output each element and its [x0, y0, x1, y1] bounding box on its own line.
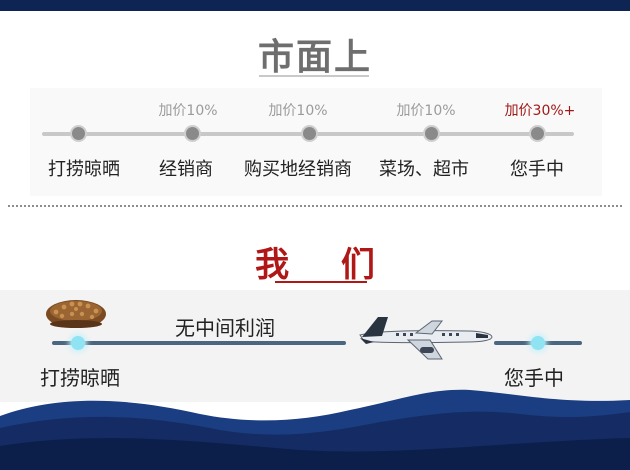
- stage-label: 购买地经销商: [244, 159, 352, 180]
- market-flow-node: [529, 125, 546, 142]
- us-flow-background: [0, 290, 630, 402]
- top-banner-bar: [0, 0, 630, 11]
- dried-seafood-icon: [46, 300, 106, 328]
- end-node: [531, 336, 545, 350]
- stage-label: 菜场、超市: [379, 159, 469, 180]
- markup-label-final: 加价30%+: [504, 103, 576, 119]
- us-section-title: 我 们: [255, 245, 395, 285]
- market-flow-node: [423, 125, 440, 142]
- stage-label: 经销商: [159, 159, 213, 180]
- airplane-icon: [359, 317, 493, 360]
- bottom-wave-decoration: [0, 389, 630, 470]
- us-title-underline: [275, 281, 367, 283]
- start-node: [71, 336, 85, 350]
- direct-route-line: [52, 341, 346, 345]
- markup-label: 加价10%: [396, 103, 456, 119]
- markup-label: 加价10%: [158, 103, 218, 119]
- market-title-underline: [259, 75, 369, 77]
- market-flow-node: [301, 125, 318, 142]
- market-flow-node: [184, 125, 201, 142]
- market-flow-node: [70, 125, 87, 142]
- markup-label: 加价10%: [268, 103, 328, 119]
- market-section-title: 市面上: [257, 37, 372, 78]
- stage-label: 您手中: [510, 159, 564, 180]
- stage-label: 打捞晾晒: [48, 159, 120, 180]
- market-flow-background: [30, 88, 602, 196]
- end-label: 您手中: [504, 366, 564, 390]
- no-middleman-label: 无中间利润: [175, 316, 275, 340]
- section-divider: [8, 205, 622, 207]
- start-label: 打捞晾晒: [40, 366, 120, 390]
